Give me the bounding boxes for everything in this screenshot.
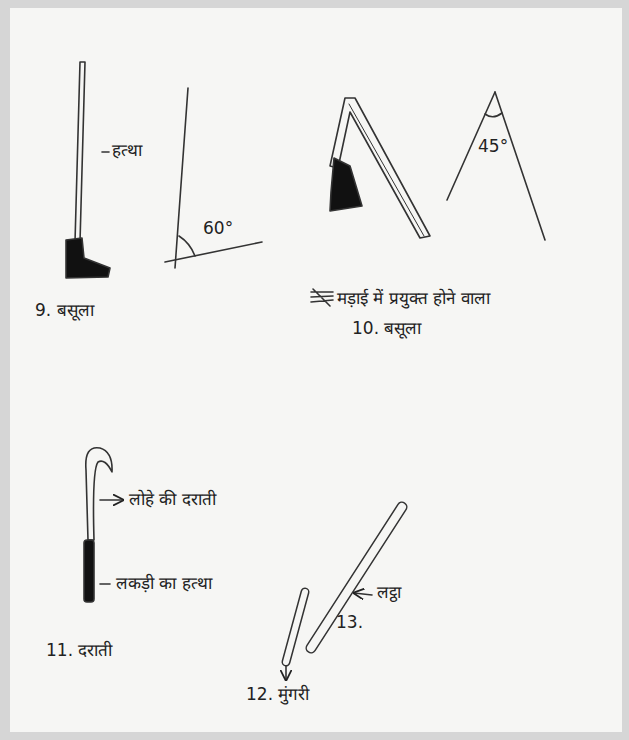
adze-blade [330, 158, 362, 211]
tool-note: मड़ाई में प्रयुक्त होने वाला [337, 288, 490, 308]
tool-caption: 11. दराती [46, 640, 112, 660]
pole-stick-fill [311, 507, 402, 648]
angle-arc [179, 236, 195, 256]
leader-arrow [354, 593, 372, 595]
angle-arc [485, 113, 502, 117]
pole-stick [311, 507, 402, 648]
angle-value: 60° [203, 218, 233, 238]
tool-caption: 12. मुंगरी [246, 684, 309, 704]
sickle-blade [86, 448, 112, 540]
adze-blade [66, 238, 110, 278]
leader-arrow [100, 499, 123, 501]
part-name: लट्ठा [377, 582, 401, 602]
paper-ground [10, 8, 622, 732]
handle-edge [349, 104, 424, 236]
strike-scribble [311, 289, 333, 306]
part-name: लकड़ी का हत्था [116, 573, 212, 593]
mallet-stick [286, 592, 305, 662]
adze-handle [330, 98, 430, 238]
tool-caption: 9. बसूला [35, 300, 94, 320]
sickle-handle [84, 540, 94, 602]
angle-line [495, 92, 545, 240]
adze-handle [75, 62, 85, 242]
angle-line [165, 242, 262, 262]
leader-arrow [285, 666, 287, 680]
mallet-stick-fill [286, 592, 305, 662]
angle-value: 45° [478, 136, 508, 156]
leader-dash [100, 583, 110, 585]
tool-caption: 10. बसूला [352, 318, 421, 338]
part-name: हत्था [112, 140, 142, 160]
callout-number: 13. [336, 612, 363, 632]
part-name: लोहे की दराती [129, 489, 216, 509]
leader-dash [102, 151, 109, 153]
